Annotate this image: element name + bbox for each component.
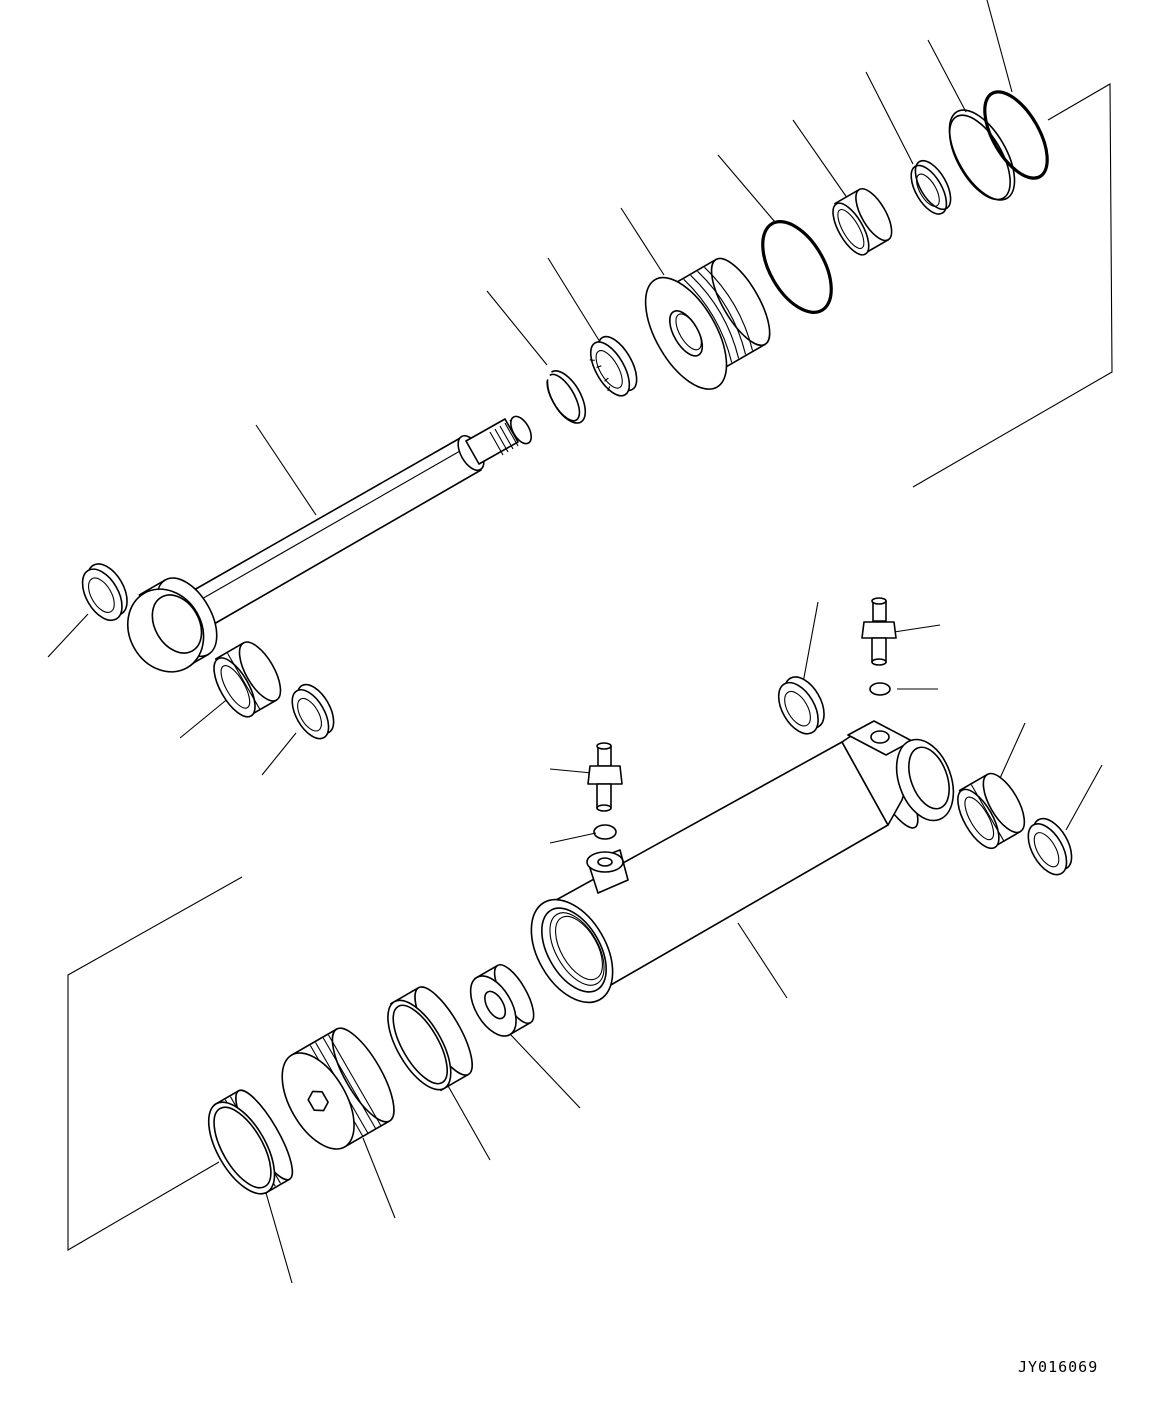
bushing-clevis bbox=[957, 772, 1026, 850]
wear-ring bbox=[387, 986, 473, 1092]
snap-ring bbox=[983, 90, 1049, 180]
group-bracket-piston bbox=[67, 876, 243, 1251]
bushing-rod-eye bbox=[213, 641, 282, 718]
o-ring-fitting-top bbox=[869, 682, 891, 696]
dust-seal-clevis-right bbox=[1027, 817, 1073, 876]
cylinder-head bbox=[644, 257, 771, 390]
piston-nut bbox=[469, 963, 535, 1037]
o-ring-head bbox=[761, 220, 833, 314]
port-boss-head-end bbox=[586, 849, 629, 894]
circlip bbox=[546, 370, 587, 424]
drawing-code: JY016069 bbox=[1018, 1358, 1099, 1376]
rod-bushing bbox=[832, 188, 893, 256]
grease-fitting-left bbox=[587, 742, 623, 812]
dust-seal bbox=[910, 159, 952, 215]
cylinder-tube bbox=[530, 739, 919, 1004]
dust-seal-clevis-top bbox=[777, 676, 825, 735]
dust-seal-rod-eye-left bbox=[81, 563, 128, 622]
piston-rod bbox=[193, 415, 533, 625]
grease-fitting-top bbox=[861, 597, 897, 666]
leader-lines bbox=[47, 0, 1103, 1284]
piston-ring bbox=[207, 1089, 294, 1195]
o-ring-fitting-left bbox=[593, 824, 617, 840]
o-ring-large bbox=[948, 109, 1016, 201]
rod-eye bbox=[126, 577, 218, 673]
group-bracket-rod-head bbox=[912, 83, 1113, 488]
dust-seal-rod-eye-right bbox=[291, 683, 335, 740]
cylinder-bottom-clevis bbox=[841, 720, 955, 826]
piston bbox=[281, 1027, 395, 1150]
rod-packing bbox=[589, 335, 638, 397]
